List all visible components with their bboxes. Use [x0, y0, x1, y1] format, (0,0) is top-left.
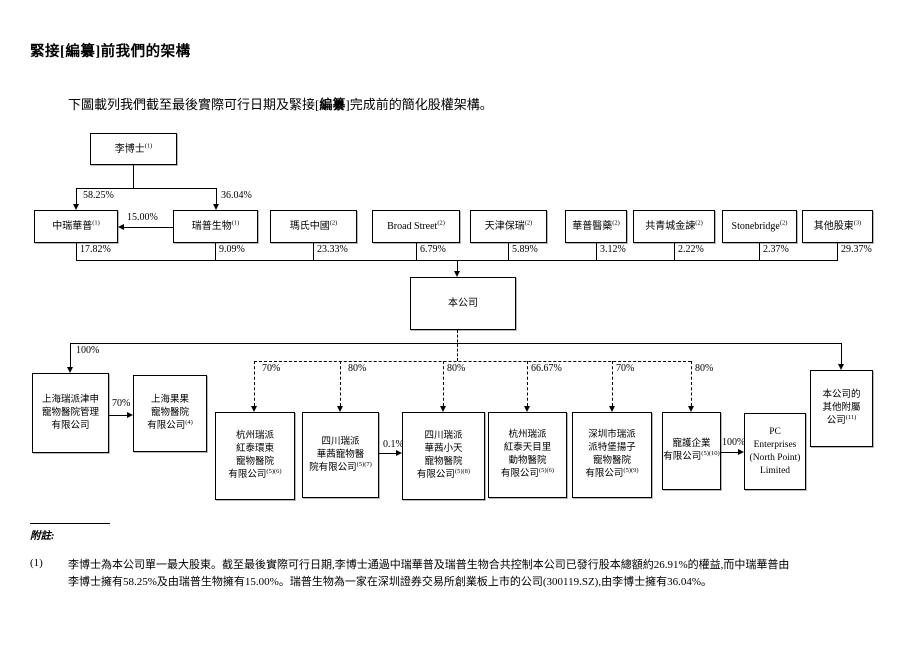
arrowhead: [453, 271, 460, 277]
connector-line: [379, 453, 396, 454]
node-pc-enterprises: PC Enterprises (North Point) Limited: [744, 413, 806, 490]
node-mars-china: 瑪氏中國(2): [270, 210, 357, 243]
pct-label: 70%: [262, 363, 281, 374]
node-stonebridge: Stonebridge(2): [722, 210, 797, 243]
connector-line: [76, 188, 77, 204]
pct-label: 9.09%: [219, 244, 245, 255]
arrowhead: [118, 223, 124, 230]
connector-line: [76, 188, 216, 189]
pct-label: 2.37%: [763, 244, 789, 255]
connector-line-dashed: [527, 361, 528, 406]
node-sichuan-huaqian-xiaotian: 四川瑞派 華茜小天 寵物醫院 有限公司(5)(8): [402, 412, 485, 500]
connector-line: [508, 243, 509, 260]
pct-label: 15.00%: [127, 212, 158, 223]
connector-line: [721, 452, 738, 453]
pct-label: 6.79%: [420, 244, 446, 255]
node-shenzhen-peterburg: 深圳市瑞派 派特堡揚子 寵物醫院 有限公司(5)(9): [572, 412, 652, 498]
node-broad-street: Broad Street(2): [372, 210, 460, 243]
pct-label: 80%: [695, 363, 714, 374]
connector-line: [216, 188, 217, 204]
pct-label: 66.67%: [531, 363, 562, 374]
pct-label: 80%: [348, 363, 367, 374]
pct-label: 17.82%: [80, 244, 111, 255]
pct-label: 100%: [76, 345, 100, 356]
arrowhead: [212, 204, 219, 210]
arrowhead: [250, 406, 257, 412]
arrowhead: [608, 406, 615, 412]
connector-line: [215, 243, 216, 260]
connector-line: [313, 243, 314, 260]
pct-label: 5.89%: [512, 244, 538, 255]
arrowhead: [66, 367, 73, 373]
pct-label: 29.37%: [841, 244, 872, 255]
node-zhongrui-huapu: 中瑞華普(1): [34, 210, 118, 243]
pct-label: 23.33%: [317, 244, 348, 255]
node-hangzhou-hongtai-huandong: 杭州瑞派 紅泰環東 寵物醫院 有限公司(5)(6): [215, 412, 295, 500]
node-dr-li: 李博士(1): [90, 133, 177, 165]
arrowhead: [738, 448, 744, 455]
connector-line: [124, 227, 173, 228]
node-shanghai-ruipai-jinshen: 上海瑞派津申 寵物醫院管理 有限公司: [32, 373, 109, 453]
pct-label: 36.04%: [221, 190, 252, 201]
connector-line: [759, 243, 760, 260]
pct-label: 0.1%: [383, 439, 404, 450]
node-other-subsidiaries: 本公司的 其他附屬 公司(11): [810, 370, 873, 447]
node-tianjin-baorui: 天津保瑞(2): [470, 210, 547, 243]
note-number: (1): [30, 557, 43, 569]
intro-paragraph: 下圖載列我們截至最後實際可行日期及緊接[編纂]完成前的簡化股權架構。: [68, 97, 493, 112]
arrowhead: [523, 406, 530, 412]
page-title: 緊接[編纂]前我們的架構: [30, 44, 191, 60]
arrowhead: [439, 406, 446, 412]
connector-line-dashed: [443, 361, 444, 406]
arrowhead: [336, 406, 343, 412]
connector-line: [76, 243, 77, 260]
pct-label: 2.22%: [678, 244, 704, 255]
connector-line-dashed: [457, 330, 458, 361]
node-chonghu-enterprise: 寵護企業 有限公司(5)(10): [662, 412, 721, 490]
node-ruipu-bio: 瑞普生物(1): [173, 210, 258, 243]
connector-line: [837, 243, 838, 260]
pct-label: 100%: [722, 437, 746, 448]
connector-line: [133, 165, 134, 188]
connector-line: [457, 260, 458, 271]
arrowhead: [72, 204, 79, 210]
connector-line: [109, 415, 127, 416]
arrowhead: [837, 364, 844, 370]
node-huapu-pharma: 華普醫藥(2): [565, 210, 627, 243]
arrowhead: [396, 449, 402, 456]
notes-divider: [30, 523, 110, 524]
node-other-shareholders: 其他股東(3): [802, 210, 873, 243]
pct-label: 70%: [112, 398, 131, 409]
pct-label: 58.25%: [83, 190, 114, 201]
connector-line: [596, 243, 597, 260]
connector-line: [70, 343, 71, 367]
note-text: 李博士為本公司單一最大股東。截至最後實際可行日期,李博士通過中瑞華普及瑞普生物合…: [68, 559, 790, 588]
connector-line-dashed: [254, 361, 255, 406]
pct-label: 80%: [447, 363, 466, 374]
node-hangzhou-hongtai-tianmuli: 杭州瑞派 紅泰天目里 動物醫院 有限公司(5)(6): [488, 412, 567, 498]
connector-line: [674, 243, 675, 260]
connector-line-dashed: [612, 361, 613, 406]
node-shanghai-guoguo: 上海果果 寵物醫院 有限公司(4): [133, 375, 207, 452]
connector-bus-dashed: [254, 361, 691, 362]
connector-line: [841, 343, 842, 364]
node-gongqingcheng: 共青城金諫(2): [633, 210, 715, 243]
node-the-company: 本公司: [410, 277, 516, 330]
notes-heading: 附註:: [30, 531, 55, 542]
connector-line: [416, 243, 417, 260]
pct-label: 3.12%: [600, 244, 626, 255]
connector-line-dashed: [691, 361, 692, 406]
pct-label: 70%: [616, 363, 635, 374]
connector-line: [70, 343, 841, 344]
node-sichuan-huaqian: 四川瑞派 華茜寵物醫 院有限公司(5)(7): [302, 412, 379, 498]
arrowhead: [127, 411, 133, 418]
arrowhead: [687, 406, 694, 412]
connector-line-dashed: [340, 361, 341, 406]
